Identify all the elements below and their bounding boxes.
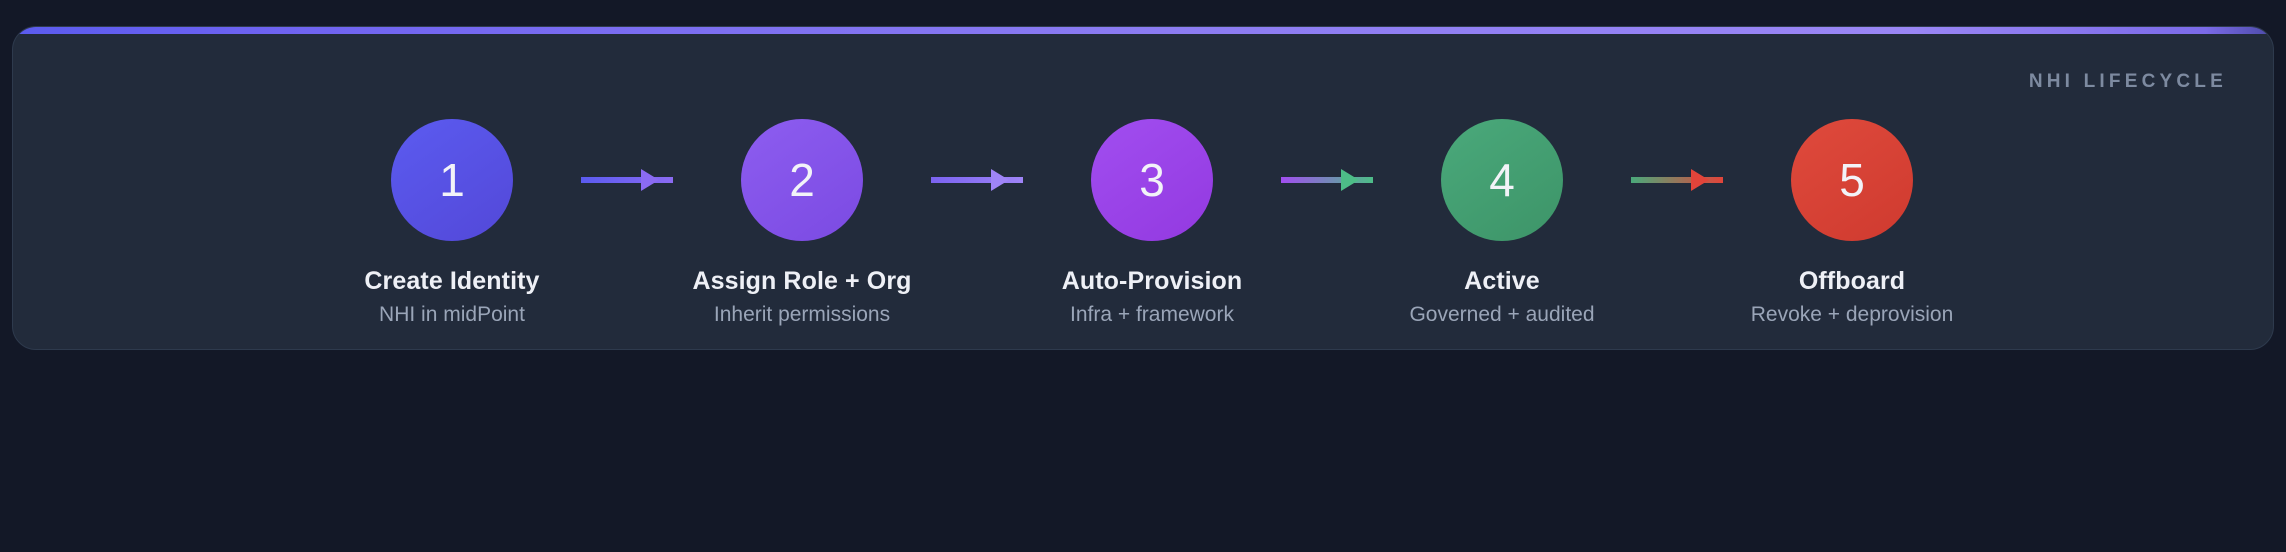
step-number: 2: [789, 154, 815, 206]
step-number: 5: [1839, 154, 1865, 206]
card-accent-bar: [13, 27, 2273, 34]
arrow-icon: [931, 169, 1023, 191]
arrow-icon: [581, 169, 673, 191]
step-number: 3: [1139, 154, 1165, 206]
step-number: 1: [439, 154, 465, 206]
step-circle-2: 2: [741, 119, 863, 241]
arrow-icon: [1631, 169, 1723, 191]
step-subtitle: Inherit permissions: [713, 303, 891, 326]
step-subtitle: NHI in midPoint: [379, 303, 525, 326]
step-subtitle: Infra + framework: [1070, 303, 1234, 326]
step-title: Active: [1464, 267, 1540, 295]
step-circle-5: 5: [1791, 119, 1913, 241]
step-circle-1: 1: [391, 119, 513, 241]
step-circle-4: 4: [1441, 119, 1563, 241]
step-title: Offboard: [1798, 267, 1906, 295]
flow-arrow-1: [574, 119, 680, 241]
flow-arrow-2: [924, 119, 1030, 241]
step-title: Auto-Provision: [1061, 267, 1243, 295]
flow-arrow-4: [1624, 119, 1730, 241]
step-title: Create Identity: [364, 267, 540, 295]
step-title: Assign Role + Org: [692, 267, 912, 295]
step-number: 4: [1489, 154, 1515, 206]
arrow-icon: [1281, 169, 1373, 191]
step-subtitle: Revoke + deprovision: [1750, 303, 1954, 326]
step-subtitle: Governed + audited: [1409, 303, 1595, 326]
step-circle-3: 3: [1091, 119, 1213, 241]
flow-arrow-3: [1274, 119, 1380, 241]
card-corner-label: NHI LIFECYCLE: [2028, 71, 2227, 92]
